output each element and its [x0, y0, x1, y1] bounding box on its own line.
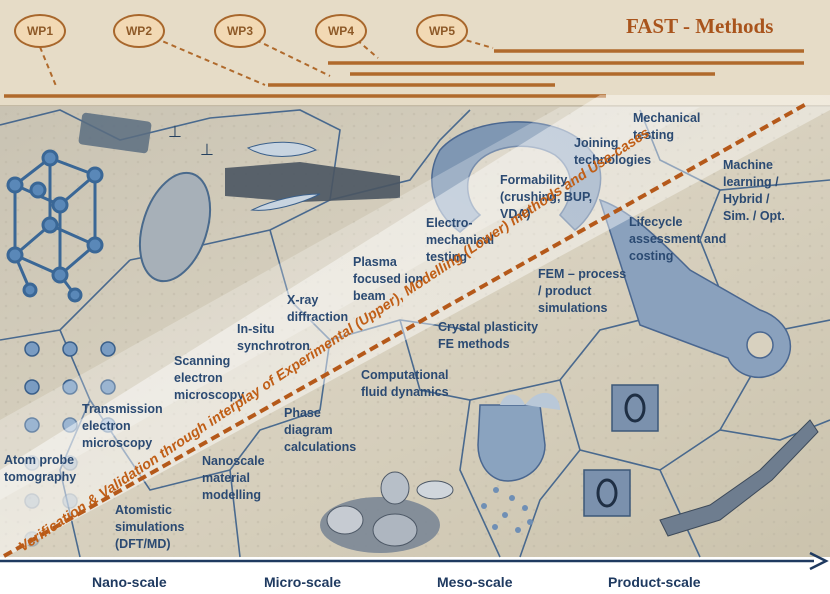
tensile-specimen-image [659, 419, 819, 537]
crushed-cans-image [320, 471, 454, 553]
atomic-structure-image: ⊥ ⊥ [78, 112, 214, 159]
crystal-lattice-illustration [6, 149, 104, 303]
svg-text:⊥: ⊥ [168, 122, 182, 141]
scale-label-nano: Nano-scale [92, 574, 167, 590]
scale-label-meso: Meso-scale [437, 574, 513, 590]
label-nanoscale-modelling: Nanoscale material modelling [202, 454, 265, 502]
label-atomistic: Atomistic simulations (DFT/MD) [115, 503, 185, 551]
scale-label-product: Product-scale [608, 574, 701, 590]
label-plasma-fib: Plasma focused ion beam [353, 255, 424, 303]
label-machine-learning: Machine learning / Hybrid / Sim. / Opt. [723, 158, 785, 223]
bracket-part-image [598, 198, 791, 379]
label-lifecycle: Lifecycle assessment and costing [629, 215, 727, 263]
svg-text:⊥: ⊥ [200, 140, 214, 159]
scale-label-micro: Micro-scale [264, 574, 342, 590]
work-package-connectors [39, 37, 494, 87]
label-phase-diagram: Phase diagram calculations [284, 406, 357, 454]
label-atom-probe: Atom probe tomography [4, 453, 77, 484]
work-package-bars [4, 49, 804, 98]
page-title: FAST - Methods [626, 14, 774, 38]
scale-axis-arrowhead [809, 551, 829, 571]
particle-dots [481, 487, 533, 533]
label-xray: X-ray diffraction [287, 293, 349, 324]
grain-micrograph [138, 171, 212, 283]
wp4-badge: WP4 [315, 14, 367, 48]
wp1-badge: WP1 [14, 14, 66, 48]
validation-band [0, 95, 830, 560]
label-fem: FEM – process / product simulations [538, 267, 627, 315]
label-cfd: Computational fluid dynamics [361, 368, 449, 399]
label-tem: Transmission electron microscopy [82, 402, 163, 450]
label-electro-mechanical: Electro- mechanical testing [426, 216, 495, 264]
label-mechanical-testing: Mechanical testing [633, 111, 701, 142]
wp2-badge: WP2 [113, 14, 165, 48]
label-sem: Scanning electron microscopy [174, 354, 245, 402]
plasma-shape-image [477, 392, 560, 482]
label-crystal-plasticity: Crystal plasticity FE methods [438, 320, 539, 351]
wp3-badge: WP3 [214, 14, 266, 48]
label-in-situ: In-situ synchrotron [237, 322, 310, 353]
weld-microstructure-image [225, 141, 400, 211]
crystal-cube-images [583, 384, 659, 517]
label-formability: Formability (crushing, BUP, VDA) [500, 173, 593, 221]
label-joining-technologies: Joining technologies [574, 136, 652, 167]
wp5-badge: WP5 [416, 14, 468, 48]
